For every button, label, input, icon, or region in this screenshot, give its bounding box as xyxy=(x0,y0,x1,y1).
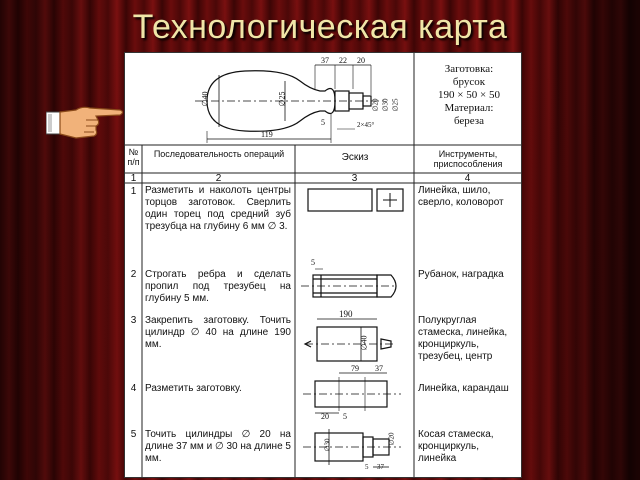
row5-dim-b: ∅20 xyxy=(387,432,396,446)
col-number-4: 4 xyxy=(464,173,471,184)
blank-type: брусок xyxy=(452,76,486,88)
dim-mid: ∅25 xyxy=(277,91,287,107)
dim-right-3: ∅25 xyxy=(391,98,400,112)
row3-operation: Закрепить заготовку. Точить цилиндр ∅ 40… xyxy=(145,315,291,350)
header-tools: Инструменты, приспособления xyxy=(433,149,503,169)
dim-top-1: 37 xyxy=(321,56,329,65)
row4-num: 4 xyxy=(130,383,137,394)
row4-dim-b: 37 xyxy=(375,364,383,373)
technological-card: 37 22 20 ∅40 ∅25 ∅20 ∅30 ∅25 119 5 2×45°… xyxy=(124,52,522,478)
row5-tools: Косая стамеска, кронциркуль, линейка xyxy=(418,429,494,464)
row3-diameter: ∅40 xyxy=(359,335,369,351)
row1-operation: Разметить и наколоть центры торцов загот… xyxy=(145,185,291,232)
row1-num: 1 xyxy=(130,186,137,197)
dim-small: 5 xyxy=(321,118,325,127)
row3-num: 3 xyxy=(130,315,137,326)
card-grid xyxy=(125,53,521,477)
row5-operation: Точить цилиндры ∅ 20 на длине 37 мм и ∅ … xyxy=(145,429,291,464)
row4-dim-a: 79 xyxy=(351,364,359,373)
row4-dim-d: 5 xyxy=(343,412,347,421)
sketch-row2 xyxy=(301,268,397,298)
handle-drawing xyxy=(195,64,385,143)
sketch-row3 xyxy=(303,318,393,362)
row2-operation: Строгать ребра и сделать пропил под трез… xyxy=(145,269,291,304)
row5-dim-c: 5 xyxy=(365,463,369,471)
row1-tools: Линейка, шило, сверло, коловорот xyxy=(418,185,504,208)
dim-top-2: 22 xyxy=(339,56,347,65)
row3-tools: Полукруглая стамеска, линейка, кронцирку… xyxy=(418,315,508,362)
row2-num: 2 xyxy=(130,269,137,280)
slide-title: Технологическая карта xyxy=(132,8,508,46)
header-operations: Последовательность операций xyxy=(153,149,285,159)
sketch-row1 xyxy=(307,188,404,212)
pointing-hand-icon xyxy=(45,100,126,144)
row3-length: 190 xyxy=(339,309,353,319)
row5-dim-d: 37 xyxy=(377,463,384,471)
col-number-1: 1 xyxy=(130,173,137,184)
row2-dim: 5 xyxy=(311,258,315,267)
row2-tools: Рубанок, наградка xyxy=(418,269,504,280)
row4-operation: Разметить заготовку. xyxy=(145,383,242,394)
dim-bottom: 119 xyxy=(261,130,273,139)
row5-dim-a: ∅30 xyxy=(323,438,332,452)
row5-num: 5 xyxy=(130,429,137,440)
row4-dim-c: 20 xyxy=(321,412,329,421)
row4-tools: Линейка, карандаш xyxy=(418,383,509,394)
blank-info: Заготовка: брусок 190 × 50 × 50 Материал… xyxy=(417,63,521,128)
dim-chamfer: 2×45° xyxy=(357,121,375,129)
header-sketch: Эскиз xyxy=(341,152,369,163)
blank-label: Заготовка: xyxy=(444,63,494,75)
sketch-row5 xyxy=(303,429,401,468)
header-num: № п/п xyxy=(127,147,140,167)
dim-left: ∅40 xyxy=(200,91,210,107)
col-number-3: 3 xyxy=(351,173,358,184)
material-value: береза xyxy=(453,115,485,127)
col-number-2: 2 xyxy=(215,173,222,184)
dim-top-3: 20 xyxy=(357,56,365,65)
material-label: Материал: xyxy=(444,102,494,114)
sketch-row4 xyxy=(303,372,401,414)
blank-size: 190 × 50 × 50 xyxy=(438,89,500,101)
